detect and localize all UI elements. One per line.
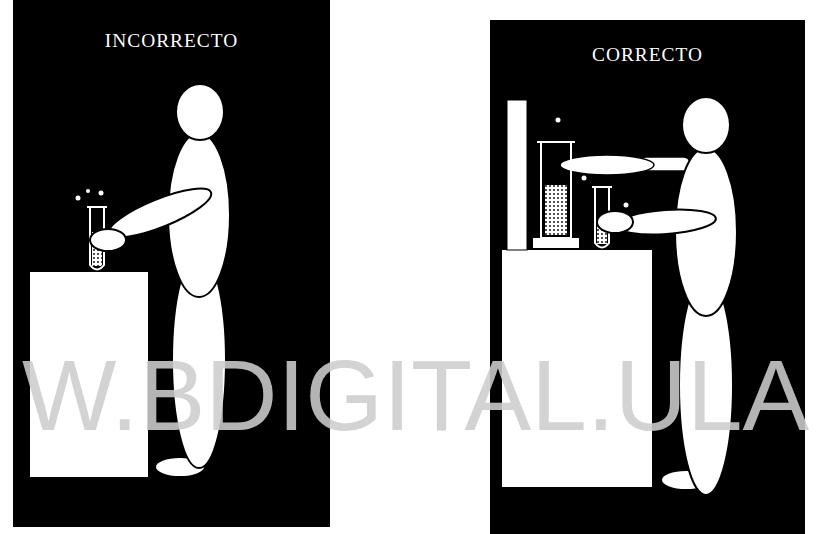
panel: INCORRECTO bbox=[13, 0, 330, 527]
panel-ground bbox=[13, 0, 330, 527]
panel: CORRECTO bbox=[490, 20, 805, 534]
watermark: W.BDIGITAL.ULA bbox=[22, 345, 809, 445]
graduated-cylinder bbox=[533, 118, 579, 249]
panel-title: INCORRECTO bbox=[13, 30, 330, 52]
panel-ground bbox=[490, 20, 805, 534]
panel-title: CORRECTO bbox=[490, 44, 805, 66]
